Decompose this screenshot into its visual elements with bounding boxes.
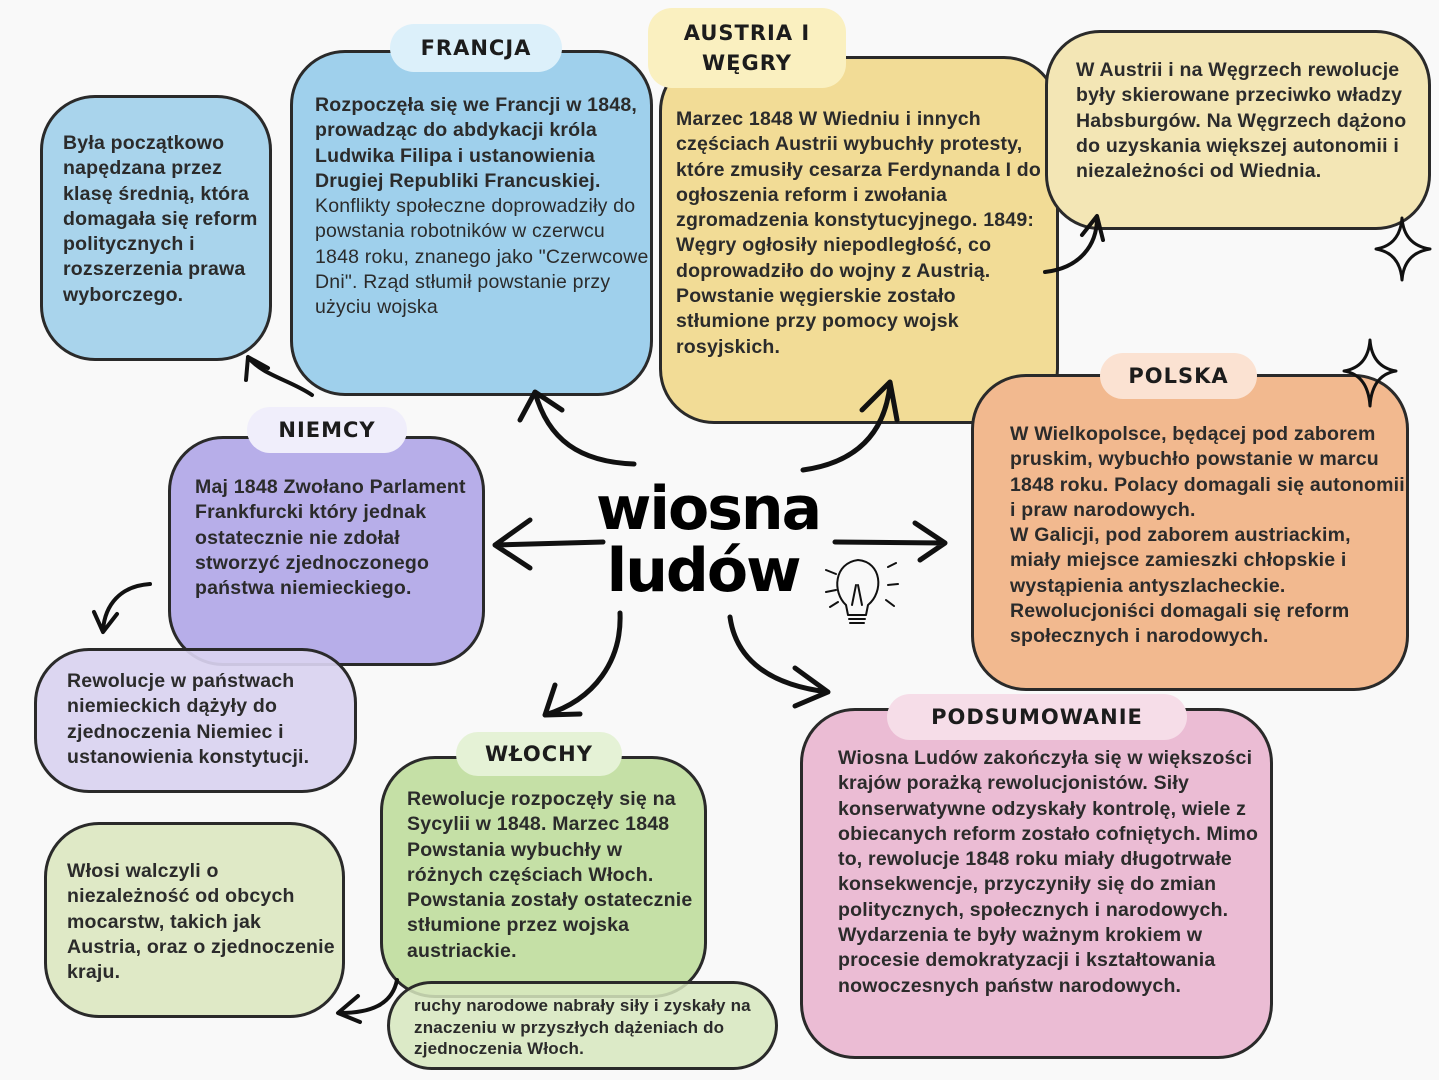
arrow-to-niemcy — [492, 517, 606, 571]
arrow-niemcy-to-note — [92, 582, 152, 634]
polska-text-1: W Wielkopolsce, będącej pod zaborem prus… — [1010, 423, 1405, 521]
polska-box: W Wielkopolsce, będącej pod zaborem prus… — [971, 374, 1409, 691]
title-line-1: wiosna — [596, 474, 822, 544]
niemcy-text: Maj 1848 Zwołano Parlament Frankfurcki k… — [195, 476, 466, 600]
francja-text-bold: Rozpoczęła się we Francji w 1848, prowad… — [315, 94, 637, 192]
wlochy-label: WŁOCHY — [456, 732, 622, 776]
podsumowanie-text: Wiosna Ludów zakończyła się w większości… — [838, 747, 1259, 997]
polska-label: POLSKA — [1100, 353, 1257, 399]
niemcy-note-text: Rewolucje w państwach niemieckich dążyły… — [67, 670, 310, 768]
wlochy-note-box: Włosi walczyli o niezależność od obcych … — [44, 822, 345, 1018]
class-note-box: Była początkowo napędzana przez klasę śr… — [40, 95, 272, 361]
arrow-to-wlochy — [542, 610, 623, 718]
wlochy-note2-text: ruchy narodowe nabrały siły i zyskały na… — [414, 996, 751, 1058]
austria-note-text: W Austrii i na Węgrzech rewolucje były s… — [1076, 59, 1407, 183]
arrow-to-austria — [800, 379, 900, 473]
austria-text: Marzec 1848 W Wiedniu i innych częściach… — [676, 108, 1042, 358]
arrow-francja-to-note — [244, 355, 314, 397]
francja-label: FRANCJA — [390, 24, 562, 72]
podsumowanie-box: Wiosna Ludów zakończyła się w większości… — [800, 708, 1273, 1059]
title-line-2: ludów — [606, 536, 802, 606]
arrow-to-podsumowanie — [727, 614, 831, 709]
arrow-to-francja — [517, 389, 637, 467]
polska-text-2: W Galicji, pod zaborem austriackim, miał… — [1010, 524, 1351, 648]
niemcy-label: NIEMCY — [247, 407, 407, 453]
austria-label: AUSTRIA I WĘGRY — [648, 8, 846, 88]
wlochy-note2-box: ruchy narodowe nabrały siły i zyskały na… — [387, 981, 778, 1070]
arrow-austria-to-note — [1043, 214, 1105, 274]
niemcy-note-box: Rewolucje w państwach niemieckich dążyły… — [34, 648, 357, 793]
wlochy-note-text: Włosi walczyli o niezależność od obcych … — [67, 860, 335, 984]
wlochy-text: Rewolucje rozpoczęły się na Sycylii w 18… — [407, 788, 693, 962]
arrow-to-polska — [832, 520, 948, 563]
arrow-wlochy-to-note — [336, 978, 399, 1024]
sparkle-icon — [1374, 216, 1432, 282]
francja-text: Konflikty społeczne doprowadziły do pows… — [315, 195, 649, 319]
class-note-text: Była początkowo napędzana przez klasę śr… — [63, 132, 258, 306]
podsumowanie-label: PODSUMOWANIE — [887, 694, 1187, 740]
sparkle-icon — [1342, 338, 1398, 408]
niemcy-box: Maj 1848 Zwołano Parlament Frankfurcki k… — [168, 436, 485, 666]
austria-note-box: W Austrii i na Węgrzech rewolucje były s… — [1045, 30, 1431, 230]
francja-box: Rozpoczęła się we Francji w 1848, prowad… — [290, 50, 653, 396]
austria-box: Marzec 1848 W Wiedniu i innych częściach… — [659, 56, 1059, 424]
lightbulb-icon — [825, 559, 899, 624]
